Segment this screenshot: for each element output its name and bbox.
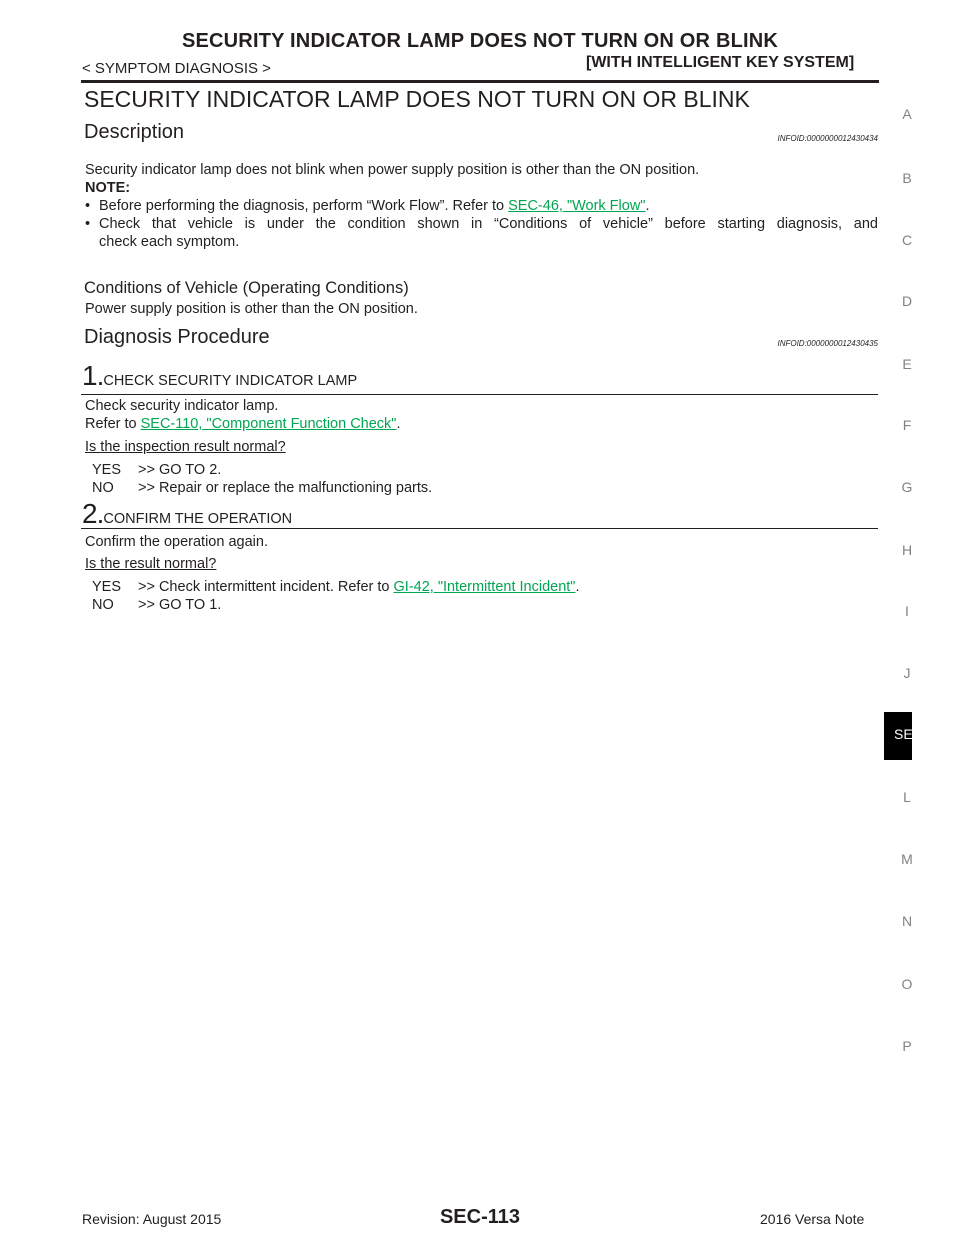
description-text: Security indicator lamp does not blink w… [85, 162, 700, 178]
description-infoid: INFOID:0000000012430434 [777, 134, 878, 143]
section-tab-f[interactable]: F [902, 417, 912, 433]
step-2-yes-period: . [575, 579, 580, 595]
step-1-yes-label: YES [92, 462, 122, 478]
step-1-heading: 1.CHECK SECURITY INDICATOR LAMP [82, 360, 357, 392]
step-1-question: Is the inspection result normal? [85, 439, 286, 455]
conditions-text: Power supply position is other than the … [85, 301, 418, 317]
step-1-number: 1. [82, 360, 104, 391]
step-1-yes-text: >> GO TO 2. [138, 462, 222, 478]
bullet-icon: • [85, 216, 91, 232]
bullet-1-text: Before performing the diagnosis, perform… [99, 198, 509, 214]
section-tab-p[interactable]: P [902, 1038, 912, 1054]
step-1-no-text: >> Repair or replace the malfunctioning … [138, 480, 433, 496]
section-tab-e[interactable]: E [902, 356, 912, 372]
footer-model: 2016 Versa Note [760, 1211, 865, 1227]
note-bullet-1: • Before performing the diagnosis, perfor… [85, 197, 878, 215]
description-heading: Description [84, 121, 185, 143]
step-1-rule [81, 394, 878, 395]
section-tab-c[interactable]: C [901, 232, 913, 248]
step-1-refer: Refer to SEC-110, "Component Function Ch… [85, 415, 401, 433]
work-flow-link[interactable]: SEC-46, "Work Flow" [508, 198, 646, 214]
section-tab-n[interactable]: N [901, 913, 913, 929]
main-title: SECURITY INDICATOR LAMP DOES NOT TURN ON… [84, 86, 750, 112]
section-tab-l[interactable]: L [903, 789, 911, 805]
step-2-rule [81, 528, 878, 529]
system-label: [WITH INTELLIGENT KEY SYSTEM] [586, 54, 855, 71]
page-header-title: SECURITY INDICATOR LAMP DOES NOT TURN ON… [181, 30, 779, 52]
step-1-refer-period: . [396, 416, 401, 432]
step-2-yes-text: >> Check intermittent incident. Refer to… [138, 579, 580, 595]
bullet-2-text-continued: check each symptom. [99, 234, 240, 250]
diagnosis-heading: Diagnosis Procedure [84, 326, 270, 348]
section-tab-j[interactable]: J [903, 665, 911, 681]
section-tab-m[interactable]: M [901, 851, 913, 867]
bullet-2-text: Check that vehicle is under the conditio… [99, 216, 878, 232]
active-tab-label: SE [894, 726, 912, 742]
step-2-heading: 2.CONFIRM THE OPERATION [82, 498, 292, 530]
section-tab-b[interactable]: B [902, 170, 912, 186]
step-2-instruction: Confirm the operation again. [85, 534, 268, 550]
note-label: NOTE: [85, 180, 131, 196]
step-1-refer-prefix: Refer to [85, 416, 141, 432]
section-tab-o[interactable]: O [901, 976, 913, 992]
footer-revision: Revision: August 2015 [82, 1211, 222, 1227]
step-2-yes-label: YES [92, 579, 122, 595]
conditions-heading: Conditions of Vehicle (Operating Conditi… [84, 279, 409, 297]
page-number: SEC-113 [439, 1206, 521, 1228]
note-bullet-2: • Check that vehicle is under the conditi… [85, 215, 878, 233]
section-tab-d[interactable]: D [901, 293, 913, 309]
diagnosis-infoid: INFOID:0000000012430435 [777, 339, 878, 348]
component-function-check-link[interactable]: SEC-110, "Component Function Check" [140, 416, 397, 432]
step-2-title: CONFIRM THE OPERATION [103, 511, 293, 527]
step-1-no-label: NO [92, 480, 114, 496]
header-rule [81, 80, 879, 83]
section-tab-i[interactable]: I [905, 603, 909, 619]
step-2-number: 2. [82, 498, 104, 529]
step-2-no-text: >> GO TO 1. [138, 597, 222, 613]
step-2-question: Is the result normal? [85, 556, 217, 572]
step-2-yes-prefix: >> Check intermittent incident. Refer to [138, 579, 394, 595]
step-2-no-label: NO [92, 597, 114, 613]
section-tab-se-active[interactable]: SE [884, 712, 912, 760]
intermittent-incident-link[interactable]: GI-42, "Intermittent Incident" [393, 579, 576, 595]
bullet-icon: • [85, 198, 91, 214]
section-tab-a[interactable]: A [902, 106, 912, 122]
section-tab-g[interactable]: G [901, 479, 913, 495]
step-1-instruction: Check security indicator lamp. [85, 398, 279, 414]
section-label: < SYMPTOM DIAGNOSIS > [82, 60, 271, 77]
bullet-1-period: . [645, 198, 650, 214]
step-1-title: CHECK SECURITY INDICATOR LAMP [103, 373, 358, 389]
section-tab-h[interactable]: H [901, 542, 913, 558]
